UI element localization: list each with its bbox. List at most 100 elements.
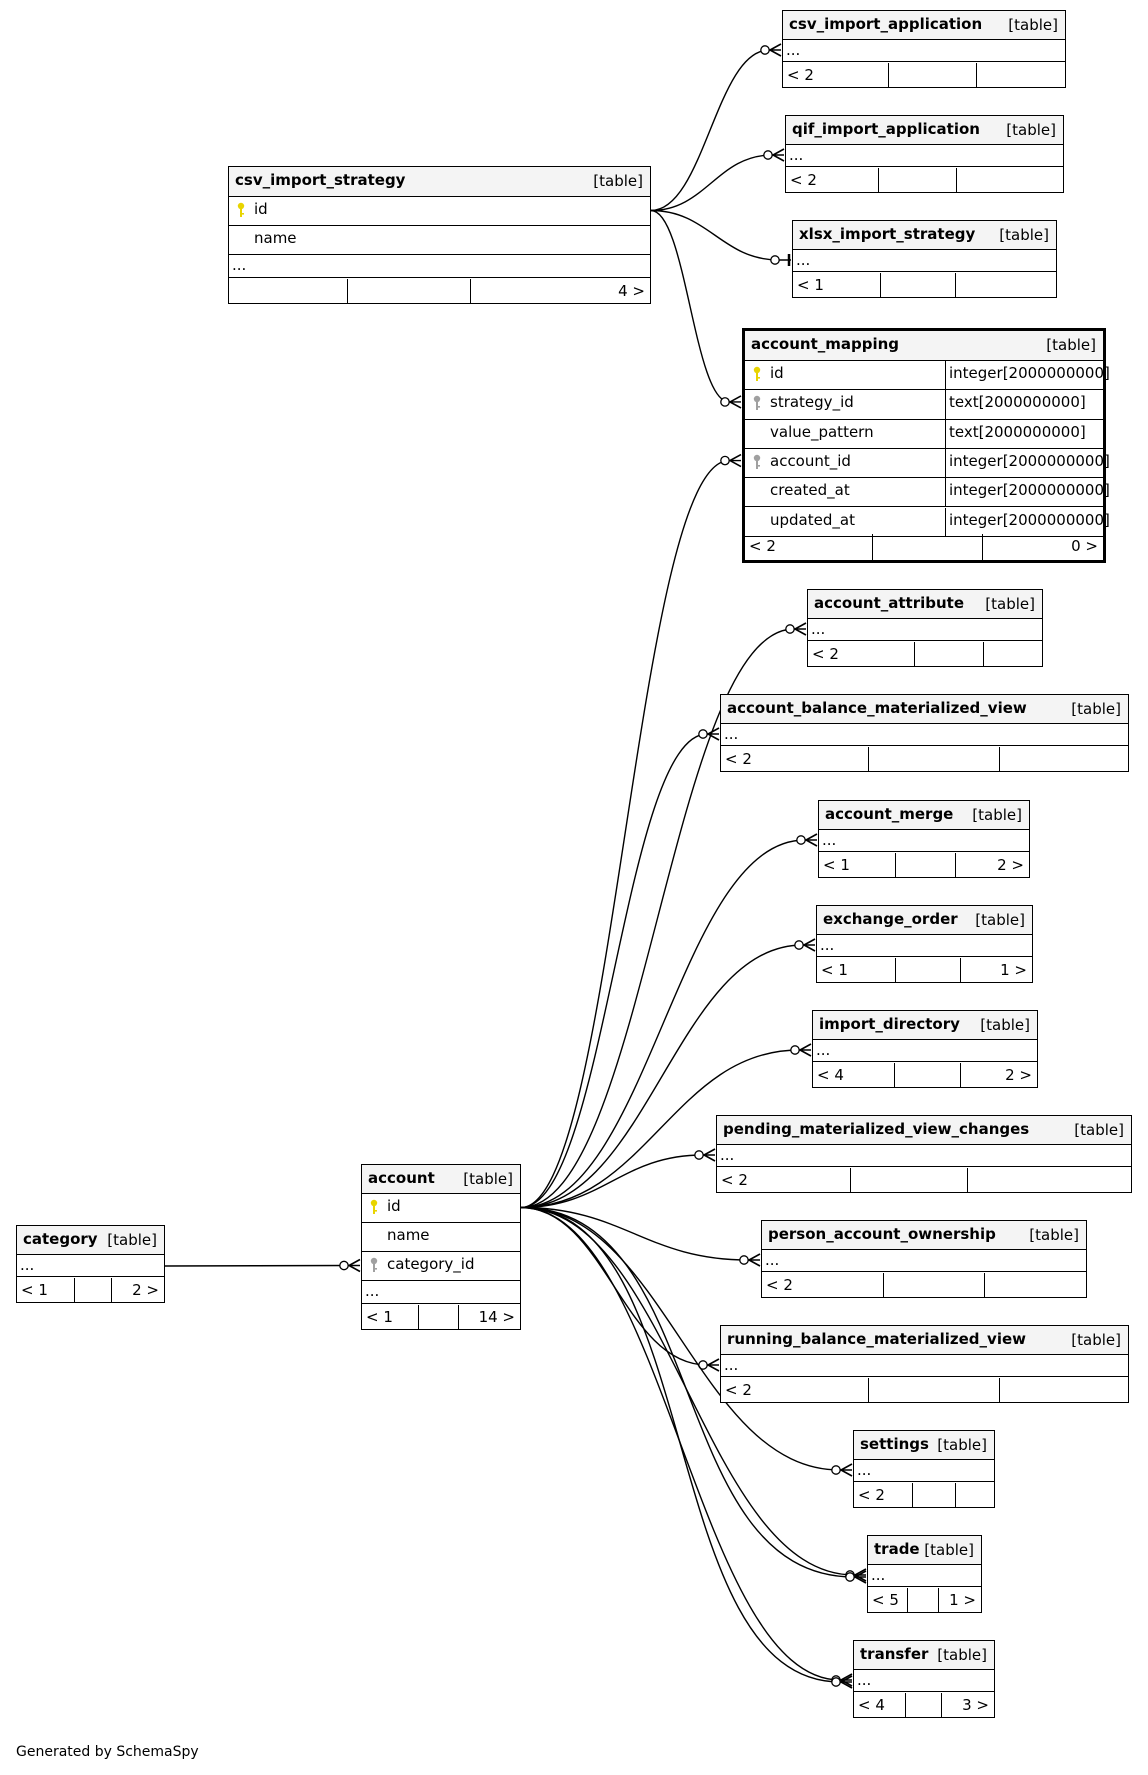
table-pending-materialized-view-changes[interactable]: pending_materialized_view_changes[table]… [716,1115,1132,1193]
table-running-balance-materialized-view[interactable]: running_balance_materialized_view[table]… [720,1325,1129,1403]
parents-count[interactable]: < 2 [749,536,776,555]
parents-count[interactable]: < 2 [725,1381,752,1399]
children-count[interactable]: 2 > [132,1281,159,1299]
children-count[interactable]: 3 > [962,1696,989,1714]
parents-count[interactable]: < 2 [766,1276,793,1294]
parents-count[interactable]: < 4 [858,1696,885,1714]
table-header: qif_import_application[table] [786,116,1063,145]
column-name: strategy_id [770,393,854,412]
table-type-badge: [table] [1071,700,1121,718]
table-name[interactable]: account_merge [825,805,954,823]
table-name[interactable]: transfer [860,1645,929,1663]
foreign-key-icon [752,395,762,415]
footer-divider [458,1305,459,1329]
table-name[interactable]: account_attribute [814,594,964,612]
table-name[interactable]: exchange_order [823,910,958,928]
more-columns-label: ... [789,146,804,164]
table-name[interactable]: trade [874,1540,920,1558]
parents-count[interactable]: < 2 [721,1171,748,1189]
children-count[interactable]: 4 > [618,282,645,300]
table-xlsx-import-strategy[interactable]: xlsx_import_strategy[table]...< 1 [792,220,1057,298]
parents-count[interactable]: < 1 [21,1281,48,1299]
table-type-badge: [table] [463,1170,513,1188]
footer-divider [999,747,1000,771]
column-name: created_at [770,481,850,500]
table-footer: < 1 2 > [17,1278,164,1302]
children-count[interactable]: 1 > [1000,961,1027,979]
table-csv-import-application[interactable]: csv_import_application[table]...< 2 [782,10,1066,88]
table-name[interactable]: person_account_ownership [768,1225,996,1243]
table-name[interactable]: running_balance_materialized_view [727,1330,1026,1348]
table-footer: < 2 [717,1168,1131,1192]
more-columns-row: ... [362,1281,520,1304]
table-footer: < 2 0 > [745,533,1103,560]
relationship-line [650,209,741,403]
optional-marker [794,940,804,950]
relationship-line [520,459,741,1209]
parents-count[interactable]: < 2 [812,645,839,663]
table-name[interactable]: csv_import_strategy [235,171,406,189]
optional-marker [739,1255,749,1265]
table-person-account-ownership[interactable]: person_account_ownership[table]...< 2 [761,1220,1087,1298]
column-name: account_id [770,451,851,470]
table-type-badge: [table] [980,1016,1030,1034]
table-header: account_merge[table] [819,801,1029,830]
relationship-line [520,1206,866,1578]
footer-divider [956,168,957,192]
parents-count[interactable]: < 2 [858,1486,885,1504]
table-footer: < 2 [721,1378,1128,1402]
table-name[interactable]: settings [860,1435,929,1453]
column-row: category_id [362,1252,520,1281]
table-type-badge: [table] [924,1541,974,1559]
table-header: import_directory [table] [813,1011,1037,1040]
parents-count[interactable]: < 2 [787,66,814,84]
column-type: integer[2000000000] [945,507,1110,536]
footer-divider [868,747,869,771]
table-name[interactable]: qif_import_application [792,120,980,138]
parents-count[interactable]: < 2 [725,750,752,768]
table-name[interactable]: account_mapping [751,335,900,353]
more-columns-label: ... [820,936,835,954]
children-count[interactable]: 2 > [997,856,1024,874]
children-count[interactable]: 0 > [1071,536,1098,555]
table-name[interactable]: account_balance_materialized_view [727,699,1027,717]
parents-count[interactable]: < 1 [366,1308,393,1326]
primary-key-icon [369,1199,379,1219]
parents-count[interactable]: < 1 [797,276,824,294]
footer-divider [938,1588,939,1612]
table-account-attribute[interactable]: account_attribute[table]...< 2 [807,589,1043,667]
table-settings[interactable]: settings[table]...< 2 [853,1430,995,1508]
table-name[interactable]: xlsx_import_strategy [799,225,976,243]
table-name[interactable]: import_directory [819,1015,960,1033]
table-name[interactable]: account [368,1169,435,1187]
children-count[interactable]: 14 > [478,1308,515,1326]
parents-count[interactable]: < 2 [790,171,817,189]
optional-marker [763,150,773,160]
children-count[interactable]: 1 > [949,1591,976,1609]
table-name[interactable]: category [23,1230,98,1248]
parents-count[interactable]: < 4 [817,1066,844,1084]
table-qif-import-application[interactable]: qif_import_application[table]... < 2 [785,115,1064,193]
table-account-balance-materialized-view[interactable]: account_balance_materialized_view [table]… [720,694,1129,772]
many-crowfoot-marker [728,453,742,468]
parents-count[interactable]: < 5 [872,1591,899,1609]
table-name[interactable]: csv_import_application [789,15,983,33]
table-footer: < 2 [786,168,1063,192]
table-name[interactable]: pending_materialized_view_changes [723,1120,1030,1138]
column-type: text[2000000000] [945,390,1103,419]
footer-divider [955,273,956,297]
parents-count[interactable]: < 1 [821,961,848,979]
table-type-badge: [table] [985,595,1035,613]
parents-count[interactable]: < 1 [823,856,850,874]
children-count[interactable]: 2 > [1005,1066,1032,1084]
